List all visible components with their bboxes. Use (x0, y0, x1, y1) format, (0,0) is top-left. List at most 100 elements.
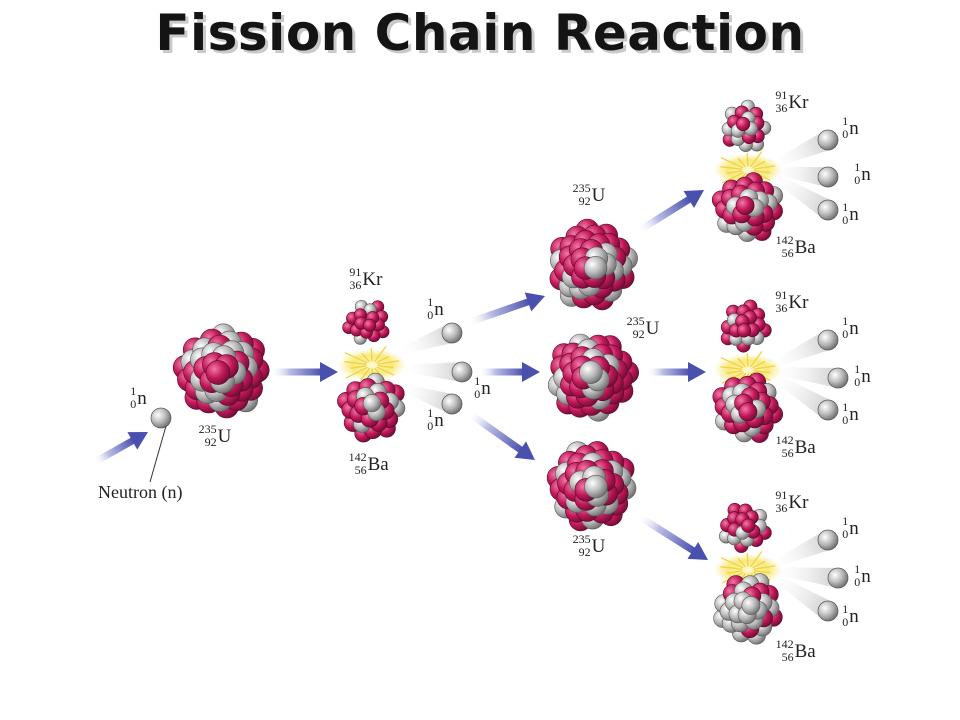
mass-number: 142 (349, 450, 367, 464)
flash-ray (721, 171, 744, 184)
flash-ray (753, 165, 776, 170)
element-symbol: U (646, 318, 660, 339)
neutron-out-3a2 (817, 166, 839, 188)
flash-ray (720, 357, 744, 369)
flash-ray (345, 366, 368, 379)
arrow-head (524, 292, 546, 312)
mass-number: 1 (854, 362, 860, 376)
uranium-nucleus-1 (172, 323, 270, 419)
element-symbol: Ba (795, 437, 817, 458)
arrow-incoming-neutron (93, 432, 149, 466)
krypton-nucleus-3b (720, 299, 772, 353)
arrow-head (522, 362, 540, 382)
uranium-nucleus-2a (549, 218, 638, 311)
atomic-number: 0 (427, 308, 433, 322)
mass-number: 1 (842, 602, 848, 616)
page-title: Fission Chain Reaction (155, 4, 805, 62)
flash-ray (377, 365, 394, 369)
atomic-number: 0 (854, 173, 860, 187)
neutron-trail (397, 383, 456, 414)
flash-ray (377, 360, 400, 365)
mass-number: 1 (842, 114, 848, 128)
element-symbol: n (849, 606, 859, 627)
flash-ray (752, 360, 766, 369)
flash-ray (753, 565, 776, 570)
flash-ray (752, 160, 766, 169)
neutron-out-3c3 (817, 600, 839, 622)
proton-sphere (741, 518, 756, 533)
flash-ray (753, 370, 770, 374)
flash-ray (720, 557, 744, 569)
arrow-to-uranium-2c (467, 411, 535, 460)
mass-number: 91 (775, 88, 787, 102)
atomic-number: 0 (854, 575, 860, 589)
arrow-layer (93, 189, 709, 561)
neutron-trail (399, 362, 463, 382)
flash-ray (376, 366, 395, 376)
neutron-out-3b2 (827, 367, 849, 389)
mass-number: 142 (776, 433, 794, 447)
neutron-out-3c1 (817, 529, 839, 551)
element-symbol: Kr (788, 292, 809, 313)
flash-ray (737, 357, 746, 368)
neutron-trail (768, 530, 833, 569)
element-symbol: n (137, 388, 147, 409)
krypton-nucleus-3c (718, 503, 772, 553)
atomic-number: 0 (842, 327, 848, 341)
element-symbol: n (849, 204, 859, 225)
element-symbol: n (481, 378, 491, 399)
atomic-number: 36 (775, 101, 787, 115)
krypton-nucleus-3a (721, 99, 772, 152)
atomic-number: 0 (842, 127, 848, 141)
neutron-out-3b3 (817, 399, 839, 421)
mass-number: 1 (842, 400, 848, 414)
flash-ray (350, 365, 367, 369)
element-symbol: Kr (788, 92, 809, 113)
incoming-neutron (150, 407, 172, 429)
proton-sphere (735, 116, 751, 132)
barium-nucleus-3b (712, 372, 784, 443)
element-symbol: n (849, 318, 859, 339)
atomic-number: 56 (782, 446, 794, 460)
flash-ray (720, 566, 743, 570)
flash-ray (749, 351, 763, 368)
atomic-number: 56 (782, 650, 794, 664)
neutron-caption: Neutron (n) (98, 482, 182, 503)
neutron-pointer-line (149, 425, 167, 483)
mass-number: 1 (854, 562, 860, 576)
element-symbol: n (849, 518, 859, 539)
neutron-trail (768, 171, 834, 219)
flash-ray (749, 551, 763, 568)
neutron-trail (769, 167, 830, 187)
neutron-layer (150, 129, 849, 622)
element-symbol: n (434, 410, 444, 431)
mass-number: 1 (474, 374, 480, 388)
flash-ray (720, 157, 744, 169)
neutron-trail (768, 130, 833, 169)
arrow-shaft (638, 514, 697, 555)
neutron-sphere (362, 394, 382, 413)
arrow-shaft (272, 368, 322, 376)
flash-ray (749, 151, 763, 168)
flash-ray (752, 560, 766, 569)
arrow-head (683, 189, 705, 209)
barium-nucleus-3a (711, 172, 784, 242)
neutron-out-3b1 (817, 329, 839, 351)
atomic-number: 0 (842, 213, 848, 227)
